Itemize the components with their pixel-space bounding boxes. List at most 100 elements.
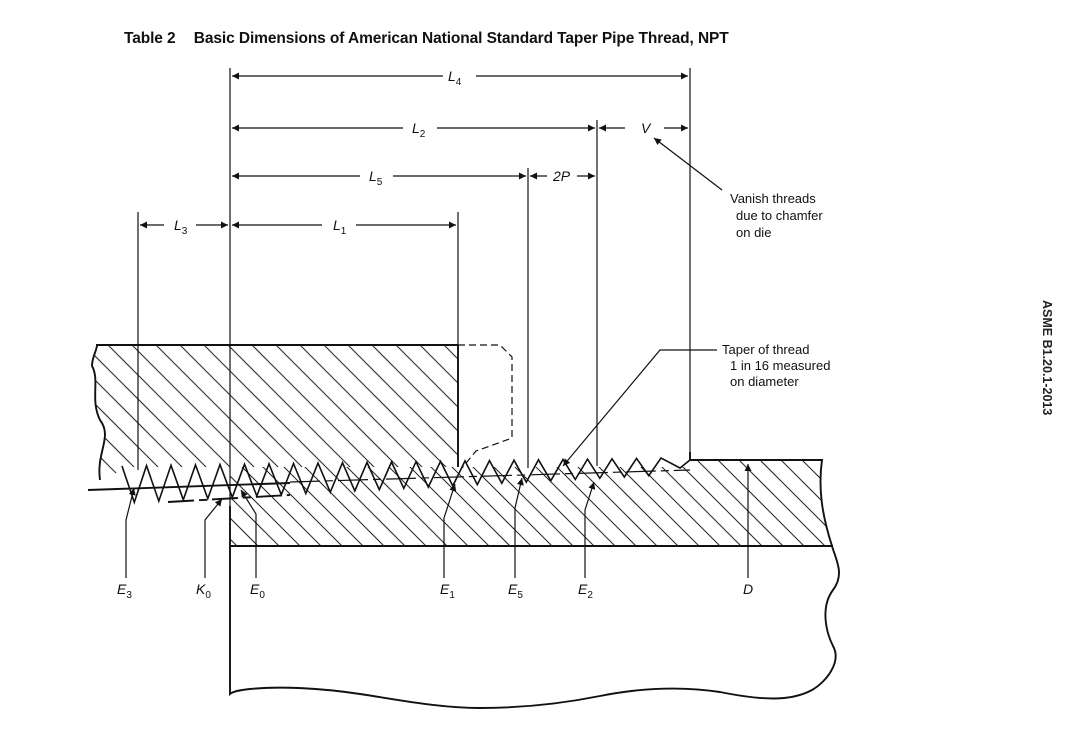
pipe-hatch-line-18 xyxy=(502,460,599,546)
note-taper-line2: 1 in 16 measured xyxy=(730,358,830,373)
ring-hatch-line-18 xyxy=(366,345,458,480)
pipe-hatch-line-16 xyxy=(460,460,557,546)
pipe-hatch xyxy=(230,455,1018,550)
pipe-hatch-line-2 xyxy=(230,460,263,546)
label-e5-main: E xyxy=(508,581,518,597)
pipe-hatch-line-15 xyxy=(439,460,536,546)
label-e5-sub: 5 xyxy=(517,590,523,601)
svg-text:L4: L4 xyxy=(448,68,462,88)
pipe-hatch-line-32 xyxy=(796,460,832,546)
ring-hatch-line-10 xyxy=(174,345,321,480)
pipe-hatch-line-17 xyxy=(481,460,578,546)
dim-l2: L2 xyxy=(232,120,595,140)
ring-hatch-line-9 xyxy=(150,345,297,480)
ring-hatch-line-19 xyxy=(390,345,458,480)
svg-text:E1: E1 xyxy=(440,581,455,601)
pipe-hatch-line-20 xyxy=(544,460,641,546)
ring-hatch-line-17 xyxy=(342,345,458,480)
label-e2-main: E xyxy=(578,581,588,597)
label-l2-sub: 2 xyxy=(420,129,426,140)
label-e0-main: E xyxy=(250,581,260,597)
label-e1-main: E xyxy=(440,581,450,597)
pipe-hatch-line-6 xyxy=(250,460,347,546)
note-vanish-line1: Vanish threads xyxy=(730,191,816,206)
svg-text:E5: E5 xyxy=(508,581,523,601)
pipe-hatch-line-27 xyxy=(691,460,788,546)
pipe-hatch-line-3 xyxy=(230,460,284,546)
label-d: D xyxy=(743,581,753,597)
dim-l5: L5 xyxy=(232,168,526,188)
leader-e2: E2 xyxy=(578,481,596,601)
ring-hatch-line-7 xyxy=(102,345,249,480)
dim-l3: L3 xyxy=(140,217,228,237)
dim-v: V xyxy=(599,120,688,136)
label-v: V xyxy=(641,120,652,136)
label-e1-sub: 1 xyxy=(449,590,455,601)
note-taper-line1: Taper of thread xyxy=(722,342,809,357)
svg-text:E3: E3 xyxy=(117,581,132,601)
note-vanish-line2: due to chamfer xyxy=(736,208,823,223)
svg-text:K0: K0 xyxy=(196,581,211,601)
pipe-hatch-line-34 xyxy=(839,455,934,550)
pipe-hatch-line-11 xyxy=(355,460,452,546)
leader-e5: E5 xyxy=(508,477,524,601)
label-l2-main: L xyxy=(412,120,420,136)
label-l5-sub: 5 xyxy=(377,177,383,188)
ring-hatch-line-1 xyxy=(92,345,105,480)
pipe-hatch-line-25 xyxy=(649,460,746,546)
pitch-line-left xyxy=(87,482,291,491)
pipe-hatch-line-12 xyxy=(376,460,473,546)
label-l5-main: L xyxy=(369,168,377,184)
ring-hatch-line-0 xyxy=(0,340,80,485)
ring-hatch-line-6 xyxy=(92,345,225,480)
pipe-hatch-line-14 xyxy=(418,460,515,546)
table-number: Table 2 xyxy=(124,30,176,47)
ring-hatch-line-8 xyxy=(126,345,273,480)
ring-hatch-line-26 xyxy=(559,340,704,485)
svg-text:L5: L5 xyxy=(369,168,383,188)
pitch-line-main xyxy=(289,469,691,483)
label-l4-sub: 4 xyxy=(456,77,462,88)
ring-hatch-line-22 xyxy=(463,340,608,485)
pipe-hatch-line-22 xyxy=(586,460,683,546)
pitch-line-lower xyxy=(167,494,291,503)
ring-hatch-line-13 xyxy=(246,345,393,480)
svg-text:L2: L2 xyxy=(412,120,426,140)
ring-hatch-line-5 xyxy=(92,345,201,480)
leader-d: D xyxy=(743,464,753,597)
pipe-hatch-line-31 xyxy=(775,460,832,546)
pipe-hatch-line-36 xyxy=(881,455,976,550)
ring-hatch-line-11 xyxy=(198,345,345,480)
leader-k0: K0 xyxy=(196,498,223,601)
leader-e3: E3 xyxy=(117,487,136,601)
svg-text:E2: E2 xyxy=(578,581,593,601)
label-l1-main: L xyxy=(333,217,341,233)
pipe-hatch-line-9 xyxy=(313,460,410,546)
dim-2p: 2P xyxy=(530,168,595,184)
label-l3-sub: 3 xyxy=(182,226,188,237)
pipe-hatch-line-38 xyxy=(923,455,1018,550)
pipe-hatch-line-28 xyxy=(712,460,809,546)
pipe-hatch-line-10 xyxy=(334,460,431,546)
ring-hatch-line-4 xyxy=(92,345,177,480)
svg-text:L3: L3 xyxy=(174,217,188,237)
label-e2-sub: 2 xyxy=(587,590,593,601)
ring-hatch-line-23 xyxy=(487,340,632,485)
svg-text:L1: L1 xyxy=(333,217,347,237)
page-title: Table 2 Basic Dimensions of American Nat… xyxy=(124,30,729,48)
note-vanish-line3: on die xyxy=(736,225,771,240)
leader-e1: E1 xyxy=(440,483,457,601)
chamfer-outline xyxy=(458,344,513,469)
pipe-hatch-line-4 xyxy=(230,460,305,546)
label-k0-main: K xyxy=(196,581,206,597)
standard-reference: ASME B1.20.1-2013 xyxy=(1040,300,1054,416)
dim-l4: L4 xyxy=(232,68,688,88)
ring-hatch-line-3 xyxy=(92,345,153,480)
pipe-hatch-line-37 xyxy=(902,455,997,550)
pipe-hatch-line-19 xyxy=(523,460,620,546)
pipe-hatch-line-7 xyxy=(271,460,368,546)
label-l4-main: L xyxy=(448,68,456,84)
pipe-hatch-line-33 xyxy=(817,460,832,546)
pipe-hatch-line-5 xyxy=(230,460,326,546)
